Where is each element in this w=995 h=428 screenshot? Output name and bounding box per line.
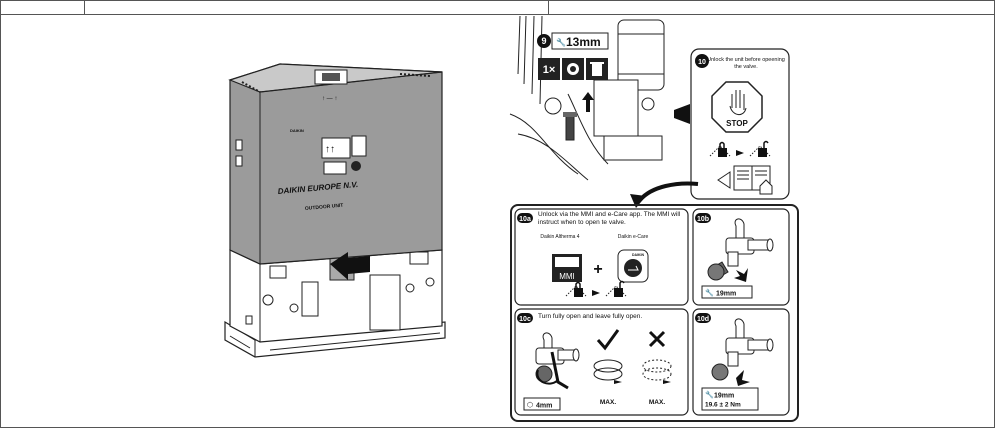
plus-icon: + bbox=[593, 261, 602, 278]
step10a-app2-label: Daikin e-Care bbox=[608, 234, 658, 242]
step10c-number: 10c bbox=[519, 316, 531, 323]
step10d-torque: 19.6 ± 2 Nm bbox=[705, 402, 741, 409]
carton-box: ↑ — ↑ ↑↑ DAIKIN DAIKIN EUROPE N.V. OUTDO… bbox=[230, 64, 442, 264]
step10-text: Unlock the unit before opeening the valv… bbox=[706, 57, 786, 70]
packaged-unit-illustration: ↑ — ↑ ↑↑ DAIKIN DAIKIN EUROPE N.V. OUTDO… bbox=[210, 60, 460, 370]
hex-key-icon: ⬡ bbox=[527, 401, 533, 409]
step10d-number: 10d bbox=[697, 316, 709, 323]
step10-number: 10 bbox=[698, 59, 706, 66]
step10c-box: 10c ⬡ 4mm MAX. MAX. bbox=[514, 308, 689, 416]
up-arrow-icon bbox=[582, 92, 594, 112]
box-mini-brand: DAIKIN bbox=[290, 128, 304, 133]
step10b-tool: 19mm bbox=[716, 291, 736, 298]
step9-count: 1× bbox=[543, 64, 556, 76]
header-divider-1 bbox=[84, 0, 85, 14]
wrench-icon: 🔧 bbox=[556, 37, 566, 47]
step10c-text: Turn fully open and leave fully open. bbox=[538, 313, 684, 321]
step9-tool: 13mm bbox=[566, 35, 601, 49]
wrench-icon-10b: 🔧 bbox=[705, 288, 714, 297]
stop-label: STOP bbox=[726, 119, 748, 128]
step10c-max1: MAX. bbox=[600, 399, 616, 406]
step10b-box: 10b 🔧 19mm bbox=[692, 208, 790, 306]
svg-text:↑↑: ↑↑ bbox=[325, 144, 335, 155]
ecare-brand: DAIKIN bbox=[632, 253, 645, 257]
step10a-number: 10a bbox=[519, 216, 531, 223]
step9-number: 9 bbox=[541, 36, 546, 46]
step10b-number: 10b bbox=[697, 216, 709, 223]
step9-actions: 1× bbox=[538, 58, 608, 80]
mmi-label: MMI bbox=[559, 272, 575, 281]
step10c-tool: 4mm bbox=[536, 403, 552, 410]
step10d-box: 10d 🔧 19mm 19.6 ± 2 Nm bbox=[692, 308, 790, 416]
wrench-icon-10d: 🔧 bbox=[705, 390, 714, 399]
svg-text:↑ — ↑: ↑ — ↑ bbox=[322, 96, 337, 102]
step10a-text: Unlock via the MMI and e-Care app. The M… bbox=[538, 211, 684, 226]
step10d-tool: 19mm bbox=[714, 393, 734, 400]
header-divider-2 bbox=[548, 0, 549, 14]
step10c-max2: MAX. bbox=[649, 399, 665, 406]
step9-illustration: 9 🔧 13mm 1× bbox=[508, 14, 690, 182]
step10a-app1-label: Daikin Altherma 4 bbox=[530, 234, 590, 242]
step9-header: 9 🔧 13mm bbox=[537, 33, 608, 49]
step10-box: 10 STOP bbox=[690, 48, 790, 200]
header-divider bbox=[0, 14, 995, 15]
